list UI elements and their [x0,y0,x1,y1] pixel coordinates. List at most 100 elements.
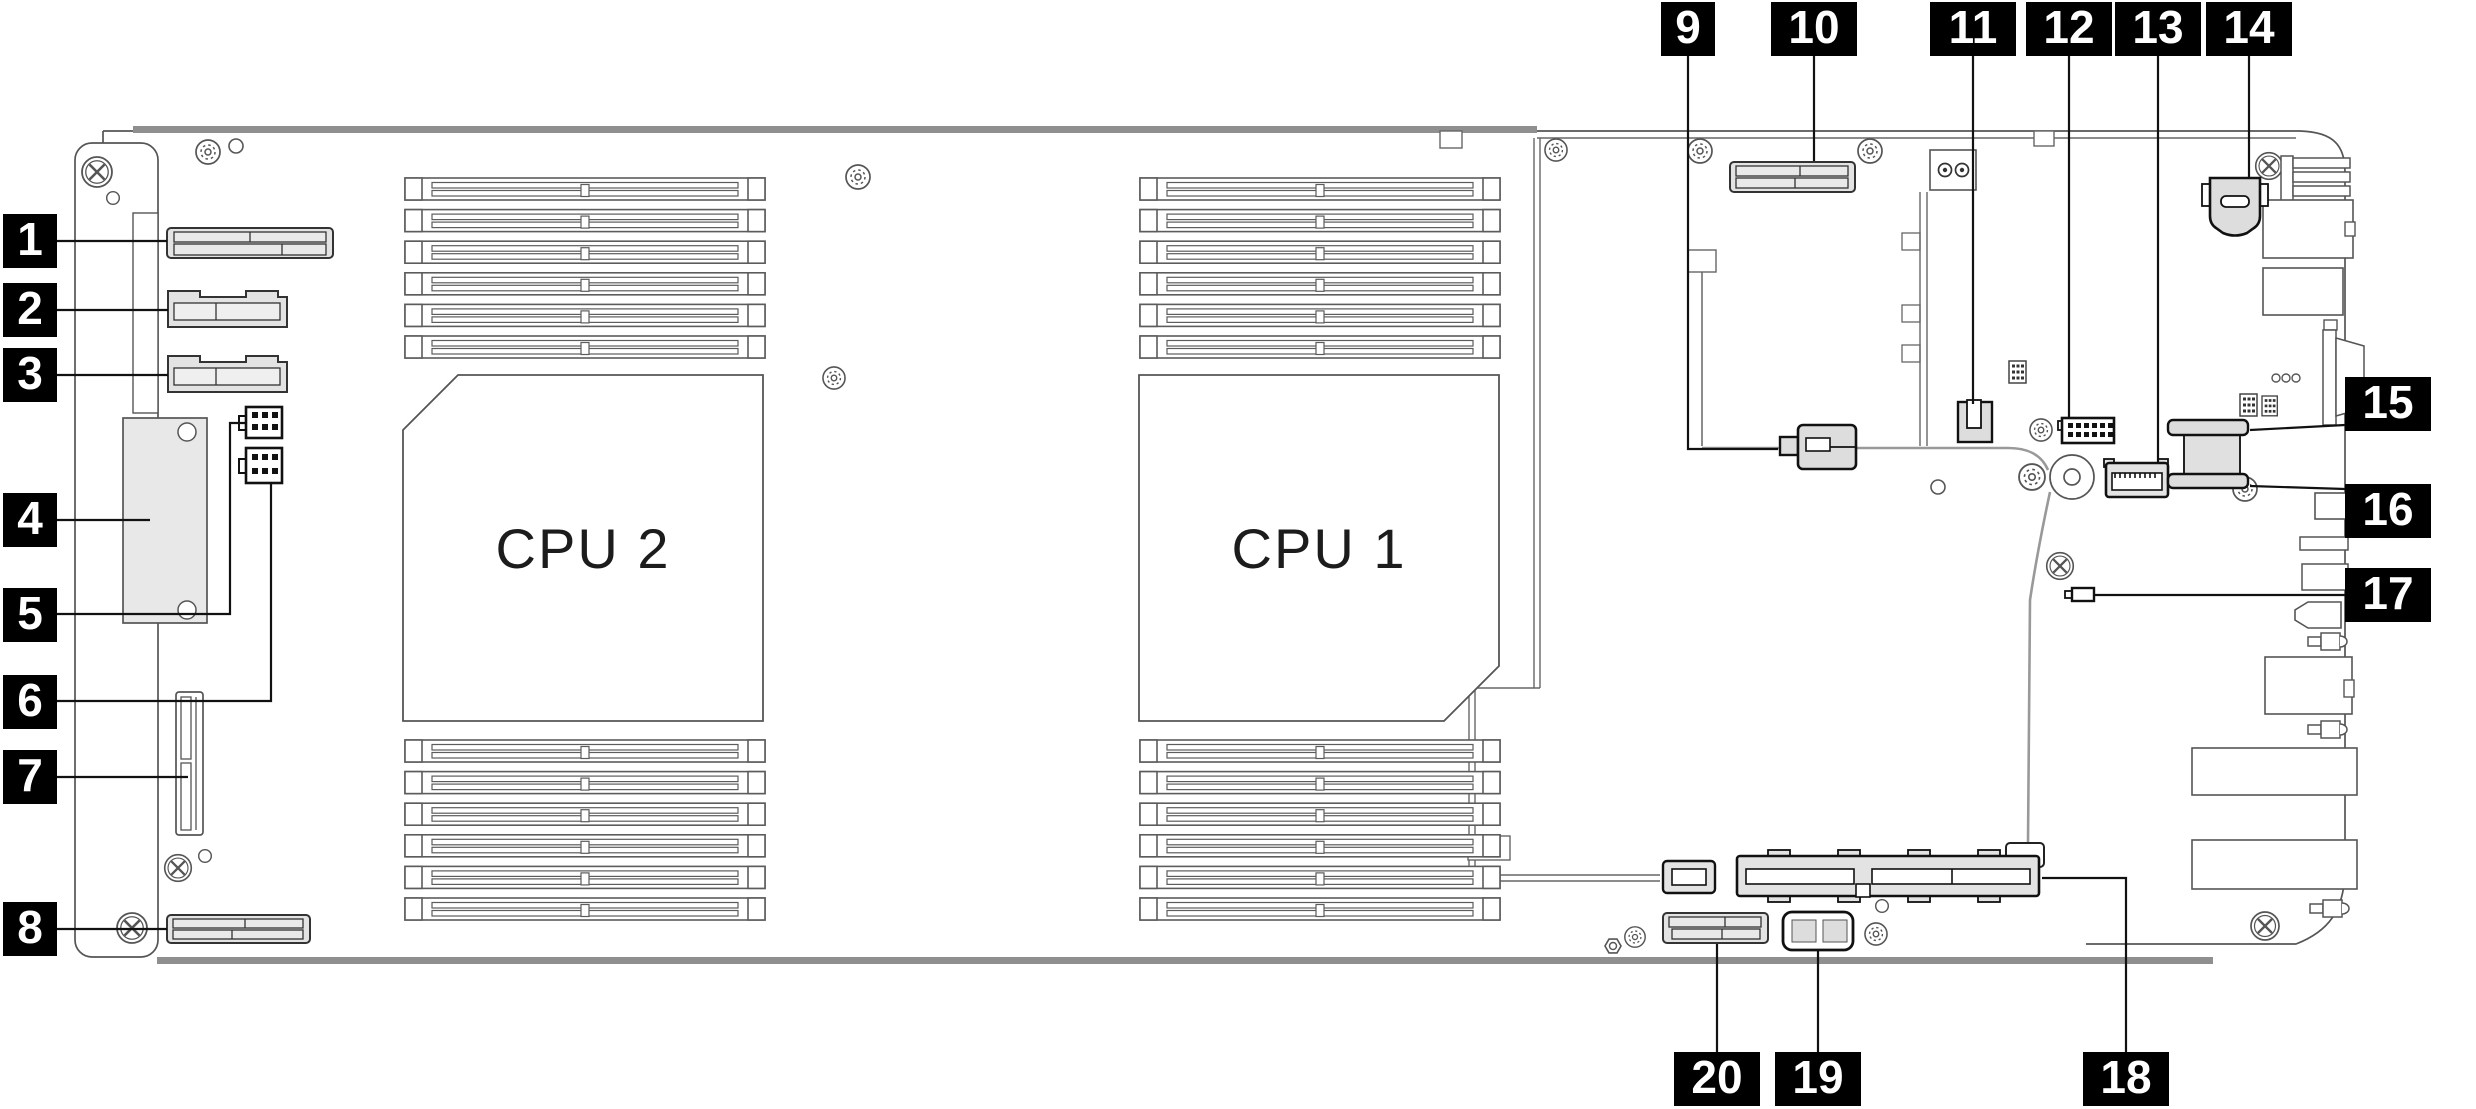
screw-icon [2029,418,2053,442]
connector-target-17 [2064,586,2096,603]
callout-number: 13 [2132,1,2183,53]
connectors [122,149,2269,952]
callout-badge-7: 7 [3,749,57,804]
port-large-b [2262,267,2344,316]
connector-target-11 [1956,399,1994,444]
callout-badge-16: 16 [2345,483,2431,538]
callout-number: 17 [2362,567,2413,619]
dimm-slot [404,802,766,827]
screw-icon [1544,138,1568,162]
dimm-bank-cpu2-bottom [404,739,766,921]
callout-badge-1: 1 [3,213,57,268]
cpu1-label: CPU 1 [1232,517,1407,580]
callout-badge-5: 5 [3,587,57,642]
dimm-bank-cpu1-bottom [1139,739,1501,921]
callout-line-15 [2249,423,2346,432]
wall-notch-3 [1901,344,1921,363]
callout-number: 7 [17,749,43,801]
callout-badge-17: 17 [2345,567,2431,622]
screw-icon [1624,926,1646,948]
cpu-socket-1: CPU 1 [1138,374,1500,722]
cable-plug-icon [2309,899,2350,918]
port-large-a-tab [2344,221,2356,237]
connector-target-9 [1778,423,1858,471]
dimm-slot [404,739,766,763]
dimm-slot [1139,240,1501,265]
connector-target-14 [2201,176,2269,237]
dimm-slot [1139,303,1501,328]
dimm-slot [1139,208,1501,233]
dimm-slot [1139,739,1501,763]
callout-badges: 1 2 3 4 5 6 7 8 9 10 11 12 13 14 15 16 1… [3,1,2431,1106]
connector-target-19 [1781,910,1855,952]
rear-io-ports [2008,155,2365,918]
port-large-c [2264,656,2353,715]
screw-icon [822,366,846,390]
callout-number: 10 [1788,1,1839,53]
cable-plug-icon [2307,720,2348,739]
led-icon [2281,373,2291,383]
cable-guide-pipe [1702,446,2052,844]
port-trapezoid [2294,601,2342,629]
screw-icon [1864,922,1888,946]
dimm-slot [404,865,766,890]
callout-number: 5 [17,587,43,639]
connector-target-1 [166,227,334,259]
stack-port-prong [2292,171,2351,183]
connector-target-20 [1662,912,1769,944]
led-icon [2291,373,2301,383]
connector-target-12 [2057,416,2116,445]
callout-badge-19: 19 [1775,1051,1861,1106]
callout-line-16 [2249,484,2346,491]
callout-badge-18: 18 [2083,1051,2169,1106]
callout-badge-10: 10 [1771,1,1857,56]
callout-number: 18 [2100,1051,2151,1103]
callout-badge-14: 14 [2206,1,2292,56]
dimm-slot [404,770,766,795]
port-wide-b [2191,839,2358,890]
bracket-top [2166,418,2250,437]
pin-header-icon [2261,395,2278,417]
dimm-slot [404,303,766,328]
screw-icon [2249,910,2281,942]
screw-icon [195,139,221,165]
screw-icon [1874,898,1890,914]
stack-port-base [2280,155,2294,203]
port-wide-a [2191,747,2358,796]
connector-target-6 [238,446,284,485]
screw-icon [1930,479,1946,495]
screw-icon [163,853,193,883]
connector-target-8 [166,914,311,944]
connector-target-10 [1729,161,1856,193]
callout-number: 1 [17,213,43,265]
callout-number: 14 [2223,1,2275,53]
callout-line-5 [57,421,246,616]
connector-target-7 [175,691,204,836]
callout-lines [57,56,2346,1052]
callout-number: 9 [1675,1,1701,53]
dimm-bank-cpu2-top [404,177,766,359]
callout-badge-6: 6 [3,674,57,729]
screw-icon [105,190,121,206]
screw-icon [1857,138,1883,164]
dimm-slot [404,240,766,265]
port-small [2301,563,2349,591]
cpu2-label: CPU 2 [496,517,671,580]
bracket-bottom [2166,472,2250,490]
dimm-slot [404,208,766,233]
screw-icon [2045,551,2075,581]
dimm-slot [404,177,766,201]
callout-number: 8 [17,901,43,953]
callout-badge-11: 11 [1930,1,2016,56]
screw-icon [2254,151,2284,181]
callout-number: 11 [1949,1,1998,53]
callout-number: 15 [2362,376,2413,428]
connector-target-18 [1661,849,2041,903]
callout-badge-2: 2 [3,282,57,337]
connector-target-15-16 [2166,418,2250,490]
screw-icon [228,138,244,154]
port-slim [2299,536,2349,551]
screw-icon [845,164,871,190]
cpu1-socket-outline [1138,374,1500,722]
